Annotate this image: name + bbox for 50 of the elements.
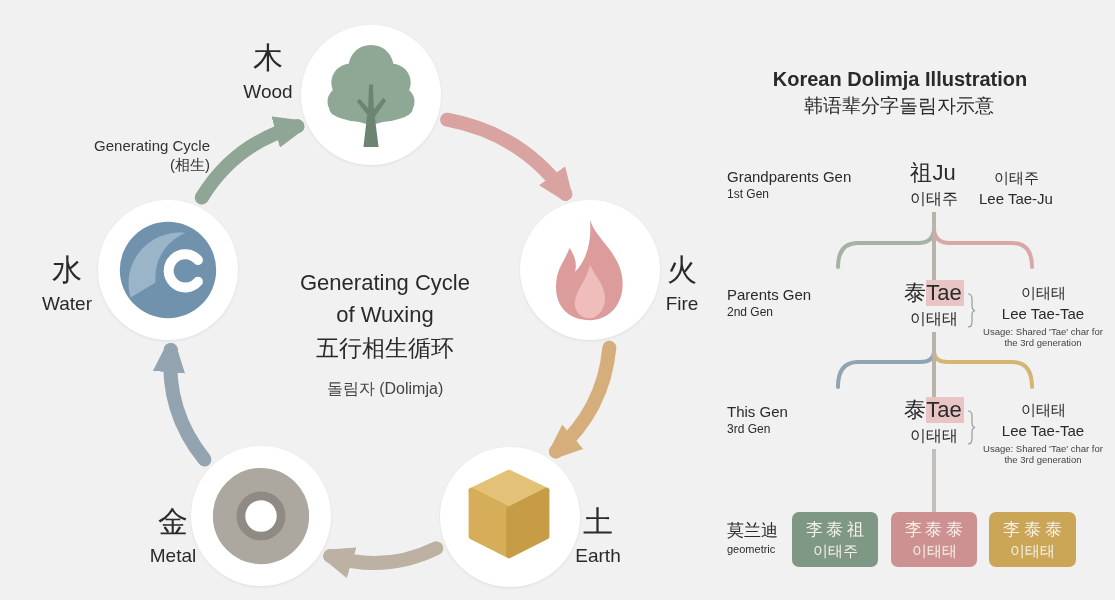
romanized-name: Lee Tae-Tae <box>1001 304 1085 324</box>
element-name: Earth <box>575 545 621 567</box>
korean-name: 이태주 <box>910 189 958 209</box>
generation-label: This Gen <box>727 402 788 422</box>
generation-character: 泰Tae <box>904 280 964 306</box>
element-name: Wood <box>243 81 293 103</box>
usage-note: Usage: Shared 'Tae' char for the 3rd generation <box>983 326 1103 348</box>
element-character: 火 <box>667 252 697 288</box>
name-card <box>792 512 878 567</box>
dolimja-caption: 돌림자 (Dolimja) <box>326 379 444 399</box>
panel-title: Korean Dolimja Illustration <box>772 67 1028 92</box>
hanja-name: 李泰泰 <box>903 518 967 541</box>
hanja-name: 李泰祖 <box>804 518 868 541</box>
element-character: 土 <box>583 504 613 540</box>
element-character: 金 <box>158 504 188 540</box>
hanja-name: 李泰泰 <box>1002 518 1066 541</box>
korean-name: 이태주 <box>812 540 858 561</box>
palette-note: geometric <box>727 542 776 556</box>
element-name: Fire <box>665 293 699 315</box>
romanized-name: Lee Tae-Tae <box>1001 421 1085 441</box>
generation-label: Parents Gen <box>727 285 812 305</box>
korean-name: 이태태 <box>910 309 958 329</box>
element-character: 木 <box>253 40 283 76</box>
generation-number: 2nd Gen <box>727 305 774 320</box>
palette-label: 莫兰迪 <box>727 520 778 542</box>
korean-name: 이태태 <box>1010 540 1055 561</box>
korean-name: 이태태 <box>910 426 958 446</box>
korean-name: 이태태 <box>911 540 957 561</box>
cycle-title-chinese: 五行相生循环 <box>316 334 454 363</box>
korean-name: 이태태 <box>1020 400 1066 420</box>
cycle-title: Generating Cycle of Wuxing <box>299 269 471 329</box>
generation-number: 3rd Gen <box>727 422 771 437</box>
generation-label: Grandparents Gen <box>727 167 852 187</box>
generation-number: 1st Gen <box>727 187 770 202</box>
element-character: 水 <box>52 252 82 288</box>
usage-note: Usage: Shared 'Tae' char for the 3rd generation <box>983 443 1103 465</box>
generation-character: 祖Ju <box>910 160 957 186</box>
name-card <box>891 512 977 567</box>
generation-character: 泰Tae <box>904 397 964 423</box>
name-card <box>989 512 1076 567</box>
korean-name: 이태태 <box>1020 283 1066 303</box>
connector-line <box>932 212 936 280</box>
romanized-name: Lee Tae-Ju <box>979 189 1053 209</box>
element-name: Water <box>42 293 92 315</box>
element-name: Metal <box>149 545 197 567</box>
korean-name: 이태주 <box>993 168 1039 188</box>
edge-label: Generating Cycle (相生) <box>93 136 210 174</box>
connector-line <box>932 449 936 512</box>
panel-subtitle: 韩语辈分字돌림자示意 <box>804 94 994 118</box>
connector-line <box>932 332 936 397</box>
